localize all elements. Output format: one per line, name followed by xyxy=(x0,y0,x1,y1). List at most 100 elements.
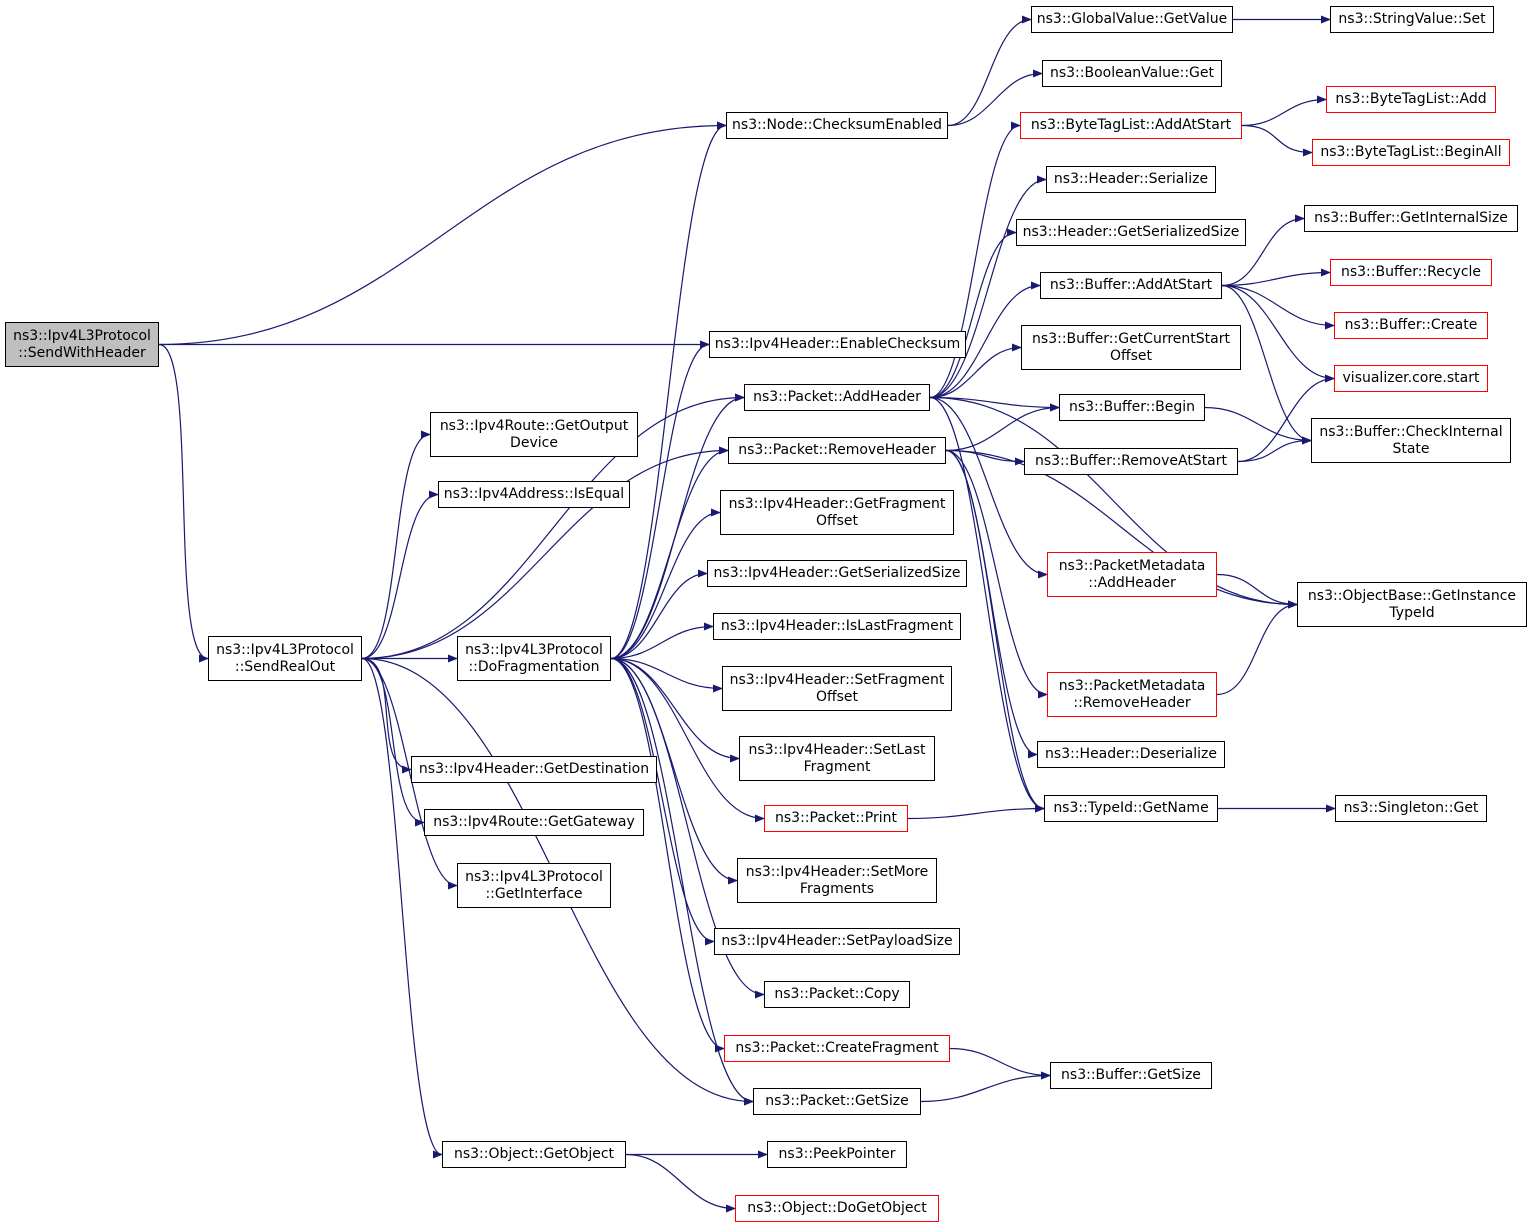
node-do-fragmentation[interactable]: ns3::Ipv4L3Protocol ::DoFragmentation xyxy=(457,636,611,681)
node-root: ns3::Ipv4L3Protocol ::SendWithHeader xyxy=(5,322,159,367)
edge-removeHeader-to-typeIdGetName xyxy=(945,449,1045,813)
node-get-object[interactable]: ns3::Object::GetObject xyxy=(442,1141,626,1168)
node-get-interface[interactable]: ns3::Ipv4L3Protocol ::GetInterface xyxy=(457,863,611,908)
node-do-get-object[interactable]: ns3::Object::DoGetObject xyxy=(735,1195,939,1222)
node-get-destination[interactable]: ns3::Ipv4Header::GetDestination xyxy=(411,756,657,783)
node-global-get-value[interactable]: ns3::GlobalValue::GetValue xyxy=(1031,6,1233,33)
edge-checksumEnabled-to-booleanGet xyxy=(947,69,1043,127)
node-packet-print[interactable]: ns3::Packet::Print xyxy=(764,805,908,832)
edge-getObject-to-doGetObject xyxy=(625,1153,736,1213)
node-singleton-get[interactable]: ns3::Singleton::Get xyxy=(1335,795,1487,822)
node-set-last-fragment[interactable]: ns3::Ipv4Header::SetLast Fragment xyxy=(739,736,935,781)
node-peek-pointer[interactable]: ns3::PeekPointer xyxy=(767,1141,907,1168)
node-string-set[interactable]: ns3::StringValue::Set xyxy=(1330,6,1494,33)
node-buffer-check-internal-state[interactable]: ns3::Buffer::CheckInternal State xyxy=(1311,418,1511,463)
node-buffer-get-size[interactable]: ns3::Buffer::GetSize xyxy=(1050,1062,1212,1089)
node-byte-tag-add-at-start[interactable]: ns3::ByteTagList::AddAtStart xyxy=(1020,112,1242,139)
edge-bufferAddAtStart-to-bufferCreate xyxy=(1221,284,1335,330)
node-set-more-fragments[interactable]: ns3::Ipv4Header::SetMore Fragments xyxy=(737,858,937,903)
edge-addHeader-to-typeIdGetName xyxy=(929,396,1045,813)
edge-doFragmentation-to-setPayloadSize xyxy=(610,657,715,946)
edge-addHeader-to-metadataAddHeader xyxy=(929,396,1048,579)
edge-doFragmentation-to-createFragment xyxy=(610,657,725,1053)
node-buffer-get-internal-size[interactable]: ns3::Buffer::GetInternalSize xyxy=(1304,205,1518,232)
node-checksum-enabled[interactable]: ns3::Node::ChecksumEnabled xyxy=(726,112,948,139)
edge-sendRealOut-to-isEqual xyxy=(361,490,439,660)
edge-root-to-sendRealOut xyxy=(158,343,209,663)
node-metadata-add-header[interactable]: ns3::PacketMetadata ::AddHeader xyxy=(1047,552,1217,597)
edge-removeHeader-to-headerDeserialize xyxy=(945,449,1038,759)
node-get-gateway[interactable]: ns3::Ipv4Route::GetGateway xyxy=(424,809,644,836)
edge-bufferBegin-to-bufferCheckInternalState xyxy=(1204,406,1312,445)
node-is-equal[interactable]: ns3::Ipv4Address::IsEqual xyxy=(438,481,630,508)
node-is-last-fragment[interactable]: ns3::Ipv4Header::IsLastFragment xyxy=(713,613,961,640)
node-add-header[interactable]: ns3::Packet::AddHeader xyxy=(744,384,930,411)
node-buffer-get-current-start-offset[interactable]: ns3::Buffer::GetCurrentStart Offset xyxy=(1021,325,1241,370)
edge-checksumEnabled-to-globalGetValue xyxy=(947,15,1032,127)
node-get-serialized-size-ipv4[interactable]: ns3::Ipv4Header::GetSerializedSize xyxy=(707,560,967,587)
edge-metadataAddHeader-to-objectBaseGetInstanceTypeId xyxy=(1216,573,1298,609)
node-boolean-get[interactable]: ns3::BooleanValue::Get xyxy=(1042,60,1222,87)
node-visualizer-start[interactable]: visualizer.core.start xyxy=(1334,365,1488,392)
node-get-fragment-offset[interactable]: ns3::Ipv4Header::GetFragment Offset xyxy=(720,490,954,535)
node-buffer-create[interactable]: ns3::Buffer::Create xyxy=(1334,312,1488,339)
edge-bufferAddAtStart-to-visualizerStart xyxy=(1221,284,1335,383)
node-buffer-begin[interactable]: ns3::Buffer::Begin xyxy=(1059,394,1205,421)
edge-bufferAddAtStart-to-bufferGetInternalSize xyxy=(1221,214,1305,287)
edge-byteTagAddAtStart-to-byteTagBeginAll xyxy=(1241,124,1313,157)
node-buffer-remove-at-start[interactable]: ns3::Buffer::RemoveAtStart xyxy=(1024,448,1238,475)
edge-metadataRemoveHeader-to-objectBaseGetInstanceTypeId xyxy=(1216,600,1298,696)
edge-addHeader-to-bufferAddAtStart xyxy=(929,281,1041,399)
edge-doFragmentation-to-packetCopy xyxy=(610,657,765,999)
edge-bufferAddAtStart-to-bufferRecycle xyxy=(1221,268,1331,287)
edge-bufferRemoveAtStart-to-visualizerStart xyxy=(1237,374,1335,463)
edge-addHeader-to-headerGetSerializedSize xyxy=(929,228,1017,399)
edge-doFragmentation-to-getSerializedSizeIpv4 xyxy=(610,569,708,660)
edge-addHeader-to-bufferGetCurrentStartOffset xyxy=(929,343,1022,399)
node-enable-checksum[interactable]: ns3::Ipv4Header::EnableChecksum xyxy=(709,331,966,358)
node-get-output-device[interactable]: ns3::Ipv4Route::GetOutput Device xyxy=(430,412,638,457)
node-byte-tag-begin-all[interactable]: ns3::ByteTagList::BeginAll xyxy=(1312,139,1510,166)
edge-doFragmentation-to-packetPrint xyxy=(610,657,765,823)
node-type-id-get-name[interactable]: ns3::TypeId::GetName xyxy=(1044,795,1218,822)
node-header-serialize[interactable]: ns3::Header::Serialize xyxy=(1046,166,1216,193)
edge-sendRealOut-to-getObject xyxy=(361,657,443,1159)
node-buffer-add-at-start[interactable]: ns3::Buffer::AddAtStart xyxy=(1040,272,1222,299)
edge-doFragmentation-to-getFragmentOffset xyxy=(610,508,721,660)
edge-doFragmentation-to-removeHeader xyxy=(610,446,729,660)
node-packet-get-size[interactable]: ns3::Packet::GetSize xyxy=(753,1088,921,1115)
edge-sendRealOut-to-getDestination xyxy=(361,657,412,774)
node-object-base-get-instance-type-id[interactable]: ns3::ObjectBase::GetInstance TypeId xyxy=(1297,582,1527,627)
node-buffer-recycle[interactable]: ns3::Buffer::Recycle xyxy=(1330,259,1492,286)
edge-doFragmentation-to-packetGetSize xyxy=(610,657,754,1106)
edge-doFragmentation-to-checksumEnabled xyxy=(610,121,727,660)
node-send-real-out[interactable]: ns3::Ipv4L3Protocol ::SendRealOut xyxy=(208,636,362,681)
edge-bufferRemoveAtStart-to-bufferCheckInternalState xyxy=(1237,436,1312,463)
node-set-payload-size[interactable]: ns3::Ipv4Header::SetPayloadSize xyxy=(714,928,960,955)
edge-bufferAddAtStart-to-bufferCheckInternalState xyxy=(1221,284,1312,445)
node-packet-copy[interactable]: ns3::Packet::Copy xyxy=(764,981,910,1008)
node-byte-tag-add[interactable]: ns3::ByteTagList::Add xyxy=(1326,86,1496,113)
edge-byteTagAddAtStart-to-byteTagAdd xyxy=(1241,95,1327,127)
edge-doFragmentation-to-enableChecksum xyxy=(610,340,710,660)
edge-removeHeader-to-objectBaseGetInstanceTypeId xyxy=(945,449,1298,609)
edge-sendRealOut-to-getInterface xyxy=(361,657,458,890)
node-metadata-remove-header[interactable]: ns3::PacketMetadata ::RemoveHeader xyxy=(1047,672,1217,717)
edge-sendRealOut-to-removeHeader xyxy=(361,446,729,660)
edge-createFragment-to-bufferGetSize xyxy=(949,1047,1051,1080)
node-set-fragment-offset[interactable]: ns3::Ipv4Header::SetFragment Offset xyxy=(722,666,952,711)
node-header-get-serialized-size[interactable]: ns3::Header::GetSerializedSize xyxy=(1016,219,1246,246)
edge-addHeader-to-objectBaseGetInstanceTypeId xyxy=(929,396,1298,609)
node-remove-header[interactable]: ns3::Packet::RemoveHeader xyxy=(728,437,946,464)
edge-root-to-checksumEnabled xyxy=(158,121,727,346)
edge-addHeader-to-byteTagAddAtStart xyxy=(929,121,1021,399)
edge-addHeader-to-headerSerialize xyxy=(929,175,1047,399)
edge-packetPrint-to-typeIdGetName xyxy=(907,804,1045,820)
node-header-deserialize[interactable]: ns3::Header::Deserialize xyxy=(1037,741,1225,768)
edge-doFragmentation-to-setFragmentOffset xyxy=(610,657,723,693)
edge-doFragmentation-to-isLastFragment xyxy=(610,622,714,660)
node-create-fragment[interactable]: ns3::Packet::CreateFragment xyxy=(724,1035,950,1062)
edge-sendRealOut-to-addHeader xyxy=(361,393,745,660)
